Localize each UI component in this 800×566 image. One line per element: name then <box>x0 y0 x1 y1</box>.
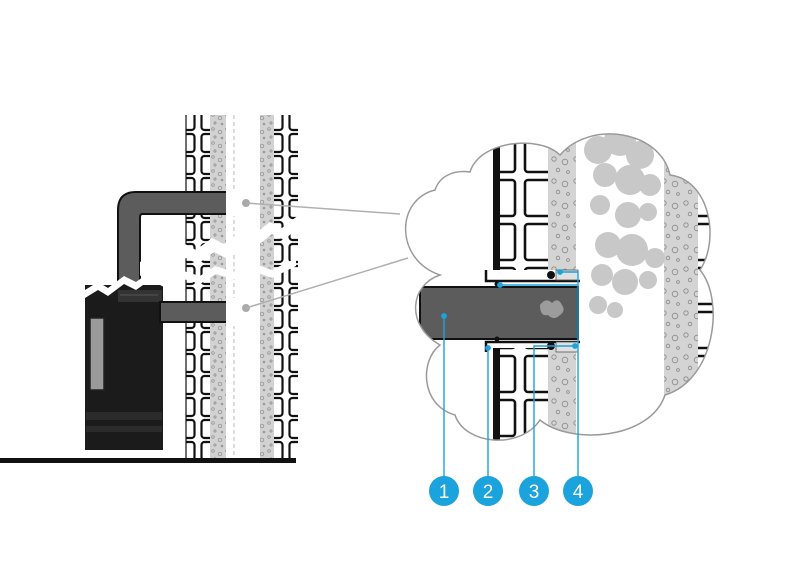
overview-section <box>0 115 300 463</box>
detail-insulation <box>548 133 576 270</box>
ground-line <box>0 458 296 463</box>
callout-2-label: 2 <box>483 482 494 503</box>
callout-2: 2 <box>473 476 503 506</box>
callout-3-label: 3 <box>529 482 540 503</box>
callout-4-label: 4 <box>573 482 584 503</box>
zoom-line-top <box>245 202 401 215</box>
break-zigzag <box>140 214 300 276</box>
inner-brick-wall <box>185 115 226 458</box>
wood-stove-icon <box>85 285 163 450</box>
outer-brick-wall <box>260 115 298 458</box>
detail-magnifier-icon <box>404 133 714 441</box>
smoke-plume <box>584 133 665 318</box>
leader-lines <box>441 269 579 478</box>
detail-brick-wall <box>500 133 548 270</box>
callout-4: 4 <box>563 476 593 506</box>
callout-3: 3 <box>519 476 549 506</box>
stove-break-zigzag <box>85 258 296 298</box>
zoom-line-bottom <box>245 257 409 309</box>
sleeve-bracket-top <box>484 270 580 283</box>
callout-1-label: 1 <box>439 482 450 503</box>
callout-1: 1 <box>429 476 459 506</box>
